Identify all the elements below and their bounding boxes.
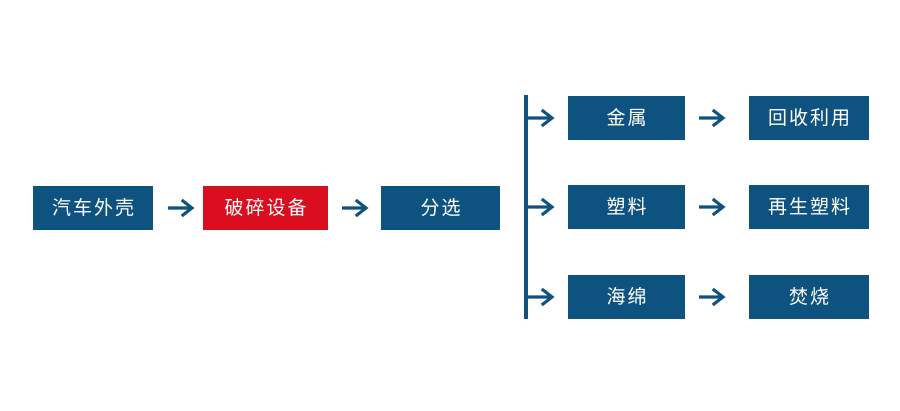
node-shredder: 破碎设备 — [203, 186, 328, 230]
arrow-right-icon — [526, 191, 560, 223]
node-plastic: 塑料 — [568, 185, 685, 229]
node-sponge: 海绵 — [568, 275, 685, 319]
arrow-right-icon — [697, 191, 731, 223]
node-recycle: 回收利用 — [749, 96, 869, 140]
arrow-right-icon — [340, 192, 374, 224]
arrow-right-icon — [526, 102, 560, 134]
arrow-right-icon — [697, 102, 731, 134]
node-incin: 焚烧 — [749, 275, 869, 319]
arrow-right-icon — [697, 281, 731, 313]
vertical-trunk-line — [524, 95, 528, 319]
node-metal: 金属 — [568, 96, 685, 140]
node-sorting: 分选 — [381, 186, 500, 230]
node-auto-shell: 汽车外壳 — [33, 186, 153, 230]
arrow-right-icon — [526, 281, 560, 313]
node-regen: 再生塑料 — [749, 185, 869, 229]
arrow-right-icon — [166, 192, 200, 224]
